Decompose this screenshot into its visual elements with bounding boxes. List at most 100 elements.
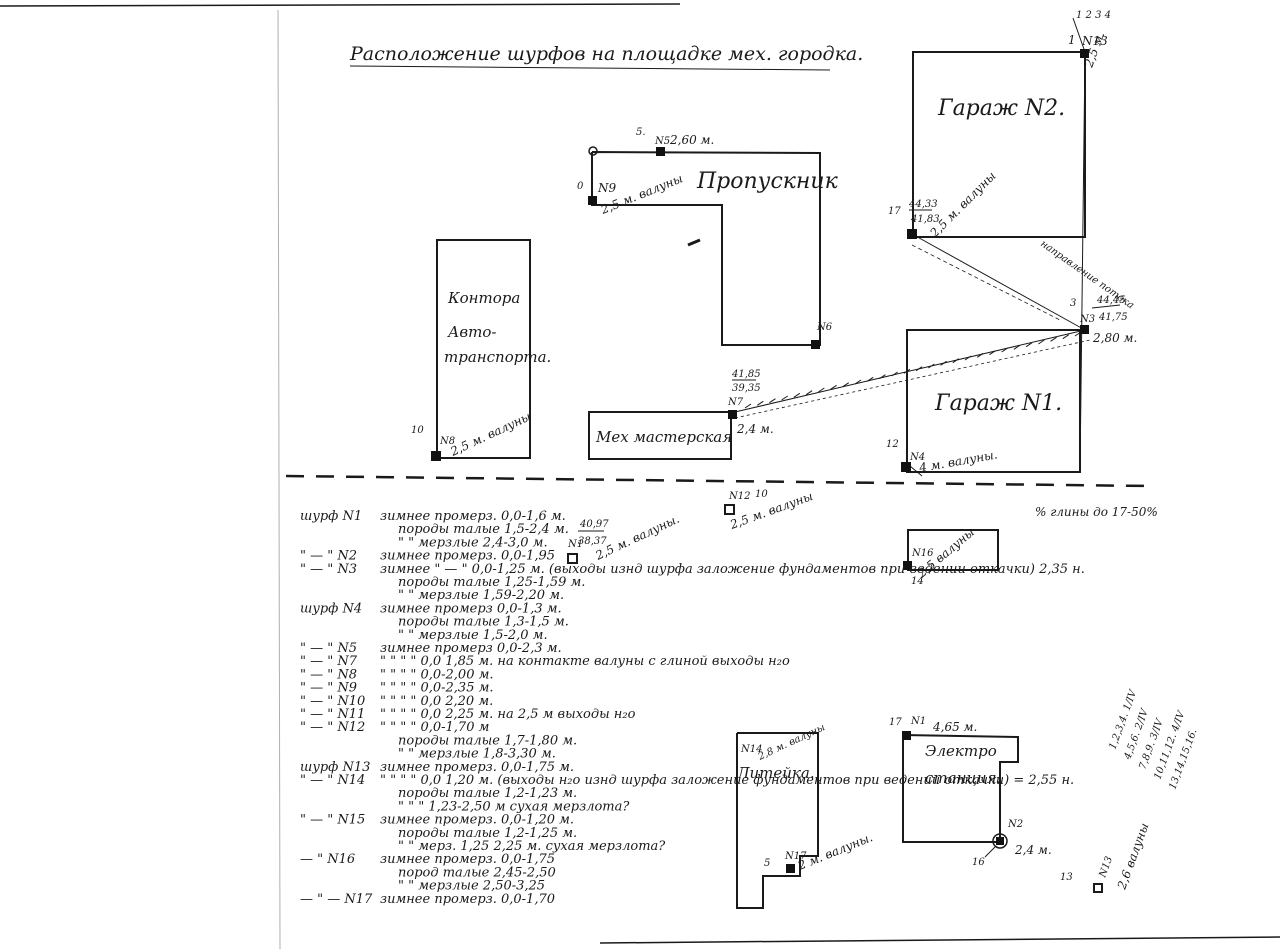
note-row: " — " N10 " " " " 0,0 2,20 м.: [300, 694, 493, 709]
grade-line-dashed: [734, 339, 1091, 419]
note-row: " " мерзлые 1,8-3,30 м.: [398, 747, 556, 762]
hatch-mark: [879, 374, 886, 380]
hatch-mark: [866, 376, 874, 382]
note-prefix: " — " N14: [300, 773, 365, 788]
pit-n12: [724, 504, 735, 515]
note-text: " " " " 0,0 2,20 м.: [380, 694, 493, 709]
note-prefix: " — " N12: [300, 720, 365, 735]
building-foundry: [736, 732, 819, 909]
pit-n17-num: 5: [764, 858, 770, 869]
label-kontora-1: Контора: [447, 289, 520, 307]
note-row: " — " N12" " " " 0,0-1,70 м: [300, 720, 489, 735]
note-prefix: " — " N10: [300, 694, 365, 709]
pit-n8-label: N8: [439, 436, 455, 447]
pit-n10-num: 17: [888, 206, 901, 217]
note-row: " " мерзлые 2,4-3,0 м.: [398, 535, 548, 550]
hatch-mark: [793, 392, 801, 398]
hatch-mark: [1062, 334, 1070, 340]
pit-n14-depth: 2,8 м. валуны: [756, 722, 827, 763]
note-row: " " мерз. 1,25 2,25 м. сухая мерзлота?: [398, 839, 666, 854]
label-garage-2: Гараж N2.: [937, 96, 1065, 121]
hatch-mark: [1013, 344, 1021, 350]
pit-n9: [588, 196, 597, 205]
pit-n9-label: N9: [597, 181, 617, 195]
note-row: " " " 1,23-2,50 м сухая мерзлота?: [398, 799, 630, 814]
pit-n7: [728, 410, 737, 419]
note-text: зимнее промерз 0,0-2,3 м.: [380, 641, 562, 656]
note-text: породы талые 1,2-1,23 м.: [398, 786, 577, 801]
pit-n12-label: N12: [728, 491, 750, 502]
hatch-mark: [940, 360, 947, 366]
note-row: " — " N8 " " " " 0,0-2,00 м.: [300, 667, 494, 682]
dashed-boundary: [285, 474, 1151, 488]
hatch-mark: [818, 387, 825, 393]
pit-n7-label: N7: [727, 397, 744, 408]
pit-n8-depth: 2,5 м. валуны: [447, 409, 533, 459]
label-power-1: Электро: [925, 742, 997, 760]
hatch-mark: [842, 382, 850, 388]
pit-n6: [811, 340, 820, 349]
pit-n2-label: N2: [1007, 819, 1023, 830]
corner-marker: [588, 146, 598, 156]
note-row: породы талые 1,5-2,4 м.: [398, 522, 569, 537]
note-text: зимнее " — " 0,0-1,25 м. (выходы изнд шу…: [380, 562, 1085, 577]
hatch-mark: [1074, 331, 1082, 337]
building-garage-2: [912, 51, 1086, 238]
note-text: зимнее промерз. 0,0-1,95: [380, 549, 555, 564]
scan-edge-top: [0, 3, 681, 7]
pit-n5-num: 5.: [636, 127, 646, 138]
note-text: " " мерз. 1,25 2,25 м. сухая мерзлота?: [398, 839, 666, 854]
label-power-2: станция.: [925, 769, 1001, 787]
note-text: породы талые 1,25-1,59 м.: [398, 575, 585, 590]
note-row: породы талые 1,2-1,25 м.: [398, 826, 577, 841]
hatch-mark: [976, 352, 984, 358]
note-prefix: " — " N8: [300, 667, 357, 682]
note-text: " " " " 0,0 2,25 м. на 2,5 м выходы н₂о: [380, 707, 636, 722]
building-power-station: [902, 734, 1019, 843]
pit-n13-num: 1: [1068, 33, 1076, 47]
note-prefix: " — " N5: [300, 641, 357, 656]
note-prefix: — " — N17: [300, 892, 373, 907]
note-row: " — " N14 " " " " 0,0 1,20 м. (выходы н₂о…: [300, 773, 1074, 788]
pit-n3-num: 3: [1070, 298, 1076, 309]
note-text: " " мерзлые 2,50-3,25: [398, 879, 545, 894]
pit-n16-num: 14: [911, 576, 924, 587]
grade-line-n10-n3-dashed: [911, 244, 1061, 321]
note-row: " " мерзлые 1,59-2,20 м.: [398, 588, 564, 603]
mark-propusknik: [687, 238, 701, 247]
hatch-mark: [854, 379, 862, 385]
pit-n2-depth: 2,4 м.: [1014, 843, 1052, 857]
note-prefix: " — " N9: [300, 681, 357, 696]
note-prefix: " — " N11: [300, 707, 365, 722]
note-text: " " " " 0,0 1,20 м. (выходы н₂о изнд шур…: [380, 773, 1074, 788]
pit-n15-label: N13: [1097, 855, 1115, 880]
hatch-mark: [744, 403, 752, 409]
pit-n1-elev-top: 40,97: [579, 519, 609, 530]
pit-n10: [907, 229, 917, 239]
hatch-mark: [781, 395, 788, 401]
hatch-mark: [989, 350, 996, 356]
hatch-mark: [769, 398, 776, 404]
hatch-mark: [1050, 336, 1057, 342]
note-row: породы талые 1,25-1,59 м.: [398, 575, 585, 590]
pit-n17: [786, 864, 795, 873]
hatch-mark: [928, 363, 935, 369]
pit-n17-depth: 2 м. валуны.: [795, 830, 875, 873]
grade-line-n10-n3: [911, 233, 1086, 331]
note-row: " — " N9" " " " 0,0-2,35 м.: [300, 681, 494, 696]
pit-n3-label: N3: [1079, 314, 1095, 325]
pit-n11-label: N1: [910, 716, 926, 727]
pit-n1-label: N1: [567, 539, 583, 550]
pit-n13-label: N13: [1081, 34, 1108, 48]
note-text: " " " " 0,0-2,00 м.: [380, 667, 494, 682]
plan-title: Расположение шурфов на площадке мех. гор…: [349, 43, 863, 65]
pit-n4: [901, 462, 911, 472]
note-row: " " мерзлые 2,50-3,25: [398, 879, 545, 894]
note-text: " " " " 0,0 1,85 м. на контакте валуны с…: [380, 654, 790, 669]
